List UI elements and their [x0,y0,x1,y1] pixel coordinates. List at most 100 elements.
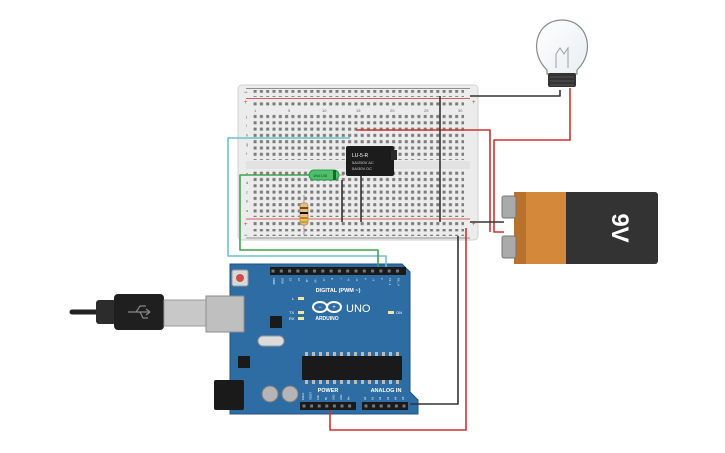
wire-bulb-to-rail[interactable] [470,90,561,97]
analog-pin-label: A1 [371,396,375,400]
chip-pin [375,380,378,384]
wire-gnd-to-arduino[interactable] [410,236,459,405]
relay-rating-ac: 5A/250V AC [352,160,374,165]
analog-pin-hole[interactable] [379,404,383,408]
digital-pin-hole[interactable] [346,269,350,273]
analog-pin-hole[interactable] [364,404,368,408]
analog-pin-hole[interactable] [372,404,376,408]
power-pin-hole[interactable] [317,404,321,408]
row-letter: a [246,208,249,213]
power-pin-hole[interactable] [348,404,352,408]
analog-header[interactable] [362,402,408,410]
bulb-filament [555,46,569,68]
battery-label: 9V [606,213,633,242]
digital-pin-hole[interactable] [354,269,358,273]
relay[interactable]: LU-5-R 5A/250V AC 5A/30V DC [346,146,397,176]
digital-pin-hole[interactable] [387,269,391,273]
terminal-block-lower[interactable] [252,171,464,217]
power-pin-hole[interactable] [310,404,314,408]
battery-9v[interactable]: 9V [501,192,658,264]
analog-pin-hole[interactable] [387,404,391,408]
power-pin-hole[interactable] [332,404,336,408]
chip-pin [333,352,336,356]
wire-green-signal[interactable] [239,174,379,267]
power-pin-label: 3.3V [317,395,320,400]
power-header-label: POWER [318,388,339,394]
col-number: 5 [288,108,291,113]
row-letter: b [246,199,249,204]
digital-pin-label: AREF [272,278,276,285]
digital-pin-hole[interactable] [288,269,292,273]
battery-band [514,192,526,264]
power-jack [214,380,244,410]
chip-pin [312,380,315,384]
diode-cathode-band [333,170,336,180]
battery-terminal-neg[interactable] [501,235,517,259]
wire-bulb-to-battery[interactable] [493,88,571,233]
capacitor-1 [261,385,279,403]
wires[interactable] [227,88,571,431]
chip-pin [361,380,364,384]
digital-pin-hole[interactable] [296,269,300,273]
chip-pin [361,352,364,356]
resistor[interactable] [299,195,309,235]
digital-pin-hole[interactable] [362,269,366,273]
relay-body [346,146,394,176]
digital-pin-label: ~9 [322,278,326,282]
digital-pin-label: 2 [380,278,384,280]
digital-pin-hole[interactable] [279,269,283,273]
wire-relay-to-battery[interactable] [356,129,491,232]
row-letter: g [246,142,248,147]
power-pin-hole[interactable] [325,404,329,408]
chip-pin [396,380,399,384]
reset-button-cap[interactable] [236,274,244,282]
light-bulb[interactable] [535,19,589,87]
usb-strain-relief [96,300,116,324]
digital-pin-hole[interactable] [371,269,375,273]
digital-pin-hole[interactable] [329,269,333,273]
power-pin-hole[interactable] [302,404,306,408]
led-tx [298,311,304,314]
analog-pin-hole[interactable] [402,404,406,408]
relay-rating-dc: 5A/30V DC [352,166,372,171]
led-l-label: L [292,296,295,301]
wire-5v-to-arduino[interactable] [329,228,467,431]
digital-pin-hole[interactable] [379,269,383,273]
chip-pin [340,352,343,356]
chip-pin [389,352,392,356]
relay-title: LU-5-R [352,153,369,159]
led-rx [298,317,304,320]
bottom-rail-holes[interactable] [252,221,464,228]
power-pin-label: 5V [325,397,328,400]
bottom-rail-holes-2[interactable] [252,229,464,236]
chip-pin [305,352,308,356]
usb-cable[interactable] [69,294,207,330]
top-rail-holes-2[interactable] [252,100,464,107]
row-letter: e [246,171,249,176]
power-pin-label: IOREF [302,392,305,400]
chip-pin [368,380,371,384]
top-rail-holes[interactable] [252,90,464,97]
svg-text:−: − [318,305,322,311]
digital-pin-hole[interactable] [313,269,316,273]
wire-cyan-signal[interactable] [227,137,387,267]
digital-pin-hole[interactable] [321,269,325,273]
digital-pin-hole[interactable] [271,269,275,273]
battery-terminal-pos[interactable] [501,195,517,219]
power-pin-hole[interactable] [340,404,344,408]
analog-pin-hole[interactable] [394,404,398,408]
row-letter: c [246,189,248,194]
digital-pin-hole[interactable] [396,269,399,273]
capacitor-2 [281,385,299,403]
arduino-brand: ARDUINO [315,316,338,322]
chip-pin [354,352,357,356]
chip-pin [319,352,322,356]
row-letter: h [246,132,248,137]
analog-header-label: ANALOG IN [371,388,402,394]
chip-pin [312,352,315,356]
digital-pin-hole[interactable] [304,269,308,273]
digital-pin-hole[interactable] [337,269,341,273]
